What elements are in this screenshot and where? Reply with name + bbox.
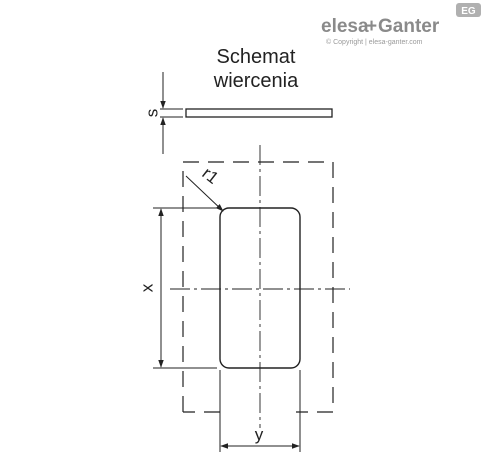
brand-logo: elesa + Ganter © Copyright | elesa-gante… [321,3,481,46]
r1-leader [185,175,224,212]
centerlines [170,145,350,428]
outer-dashed-outline [182,161,334,413]
dimension-label-x: x [137,283,156,292]
cutout-rounded-rect [219,207,301,369]
dimension-label-s: s [142,109,161,118]
diagram-title-line1: Schemat [217,46,296,68]
brand-copyright: © Copyright | elesa-ganter.com [326,38,423,46]
eg-badge-icon: EG [456,3,481,17]
plate-side-view [185,108,333,118]
brand-name-right: Ganter [378,16,440,37]
dimension-label-y: y [255,425,264,444]
diagram-title-line2: wiercenia [213,70,299,92]
x-dimension [153,207,217,369]
brand-name-left: elesa [321,16,369,37]
badge-text: EG [461,6,476,17]
brand-plus: + [366,16,377,37]
thickness-view [160,72,333,154]
y-dimension [219,370,301,452]
dimension-label-r1: r1 [199,164,223,188]
